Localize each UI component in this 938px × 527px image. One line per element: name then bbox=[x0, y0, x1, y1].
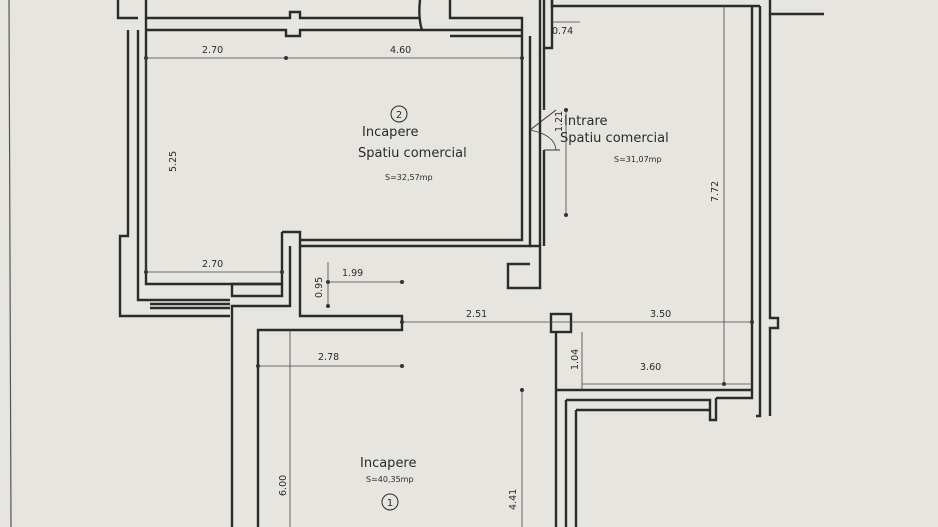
dim-lower-right-width: 3.60 bbox=[640, 362, 661, 373]
dim-room1-right: 4.41 bbox=[508, 489, 519, 510]
room-2-label: 2 Incapere Spatiu comercial S=32,57mp bbox=[358, 105, 467, 182]
room-number: 2 bbox=[396, 110, 402, 121]
room-1-label: Incapere S=40,35mp 1 bbox=[360, 456, 417, 511]
room-name: Incapere bbox=[362, 125, 419, 140]
room-number: 1 bbox=[387, 498, 393, 509]
entry-room-label: Intrare Spatiu comercial S=31,07mp bbox=[560, 114, 669, 164]
room-area: S=32,57mp bbox=[385, 173, 433, 182]
entry-door bbox=[529, 109, 560, 151]
dimension-labels: 2.70 4.60 5.25 2.70 0.74 1.21 7.72 0.95 … bbox=[168, 26, 721, 510]
dim-corridor-small: 0.95 bbox=[314, 277, 325, 298]
dim-corridor-left: 2.51 bbox=[466, 309, 487, 320]
room-name: Incapere bbox=[360, 456, 417, 471]
dim-room2-top-right: 4.60 bbox=[390, 45, 411, 56]
dim-wall-offset: 1.04 bbox=[570, 349, 581, 370]
room-type: Spatiu comercial bbox=[358, 146, 467, 161]
room-name: Intrare bbox=[564, 114, 608, 129]
dimension-lines bbox=[144, 6, 754, 527]
room-area: S=40,35mp bbox=[366, 475, 414, 484]
room-number-circle bbox=[390, 105, 408, 123]
dim-entry-door: 1.21 bbox=[554, 111, 565, 132]
dim-corridor-right: 3.50 bbox=[650, 309, 671, 320]
paper-border-line bbox=[8, 0, 12, 527]
dim-corridor-width: 1.99 bbox=[342, 268, 363, 279]
dim-entry-height: 7.72 bbox=[710, 181, 721, 202]
dim-room1-height: 6.00 bbox=[278, 475, 289, 496]
dim-room2-bottom: 2.70 bbox=[202, 259, 223, 270]
dim-room2-top-left: 2.70 bbox=[202, 45, 223, 56]
room-number-circle bbox=[381, 493, 399, 511]
dim-room1-top: 2.78 bbox=[318, 352, 339, 363]
room-area: S=31,07mp bbox=[614, 155, 662, 164]
dim-room2-height: 5.25 bbox=[168, 151, 179, 172]
dim-entry-top: 0.74 bbox=[552, 26, 573, 37]
room-type: Spatiu comercial bbox=[560, 131, 669, 146]
